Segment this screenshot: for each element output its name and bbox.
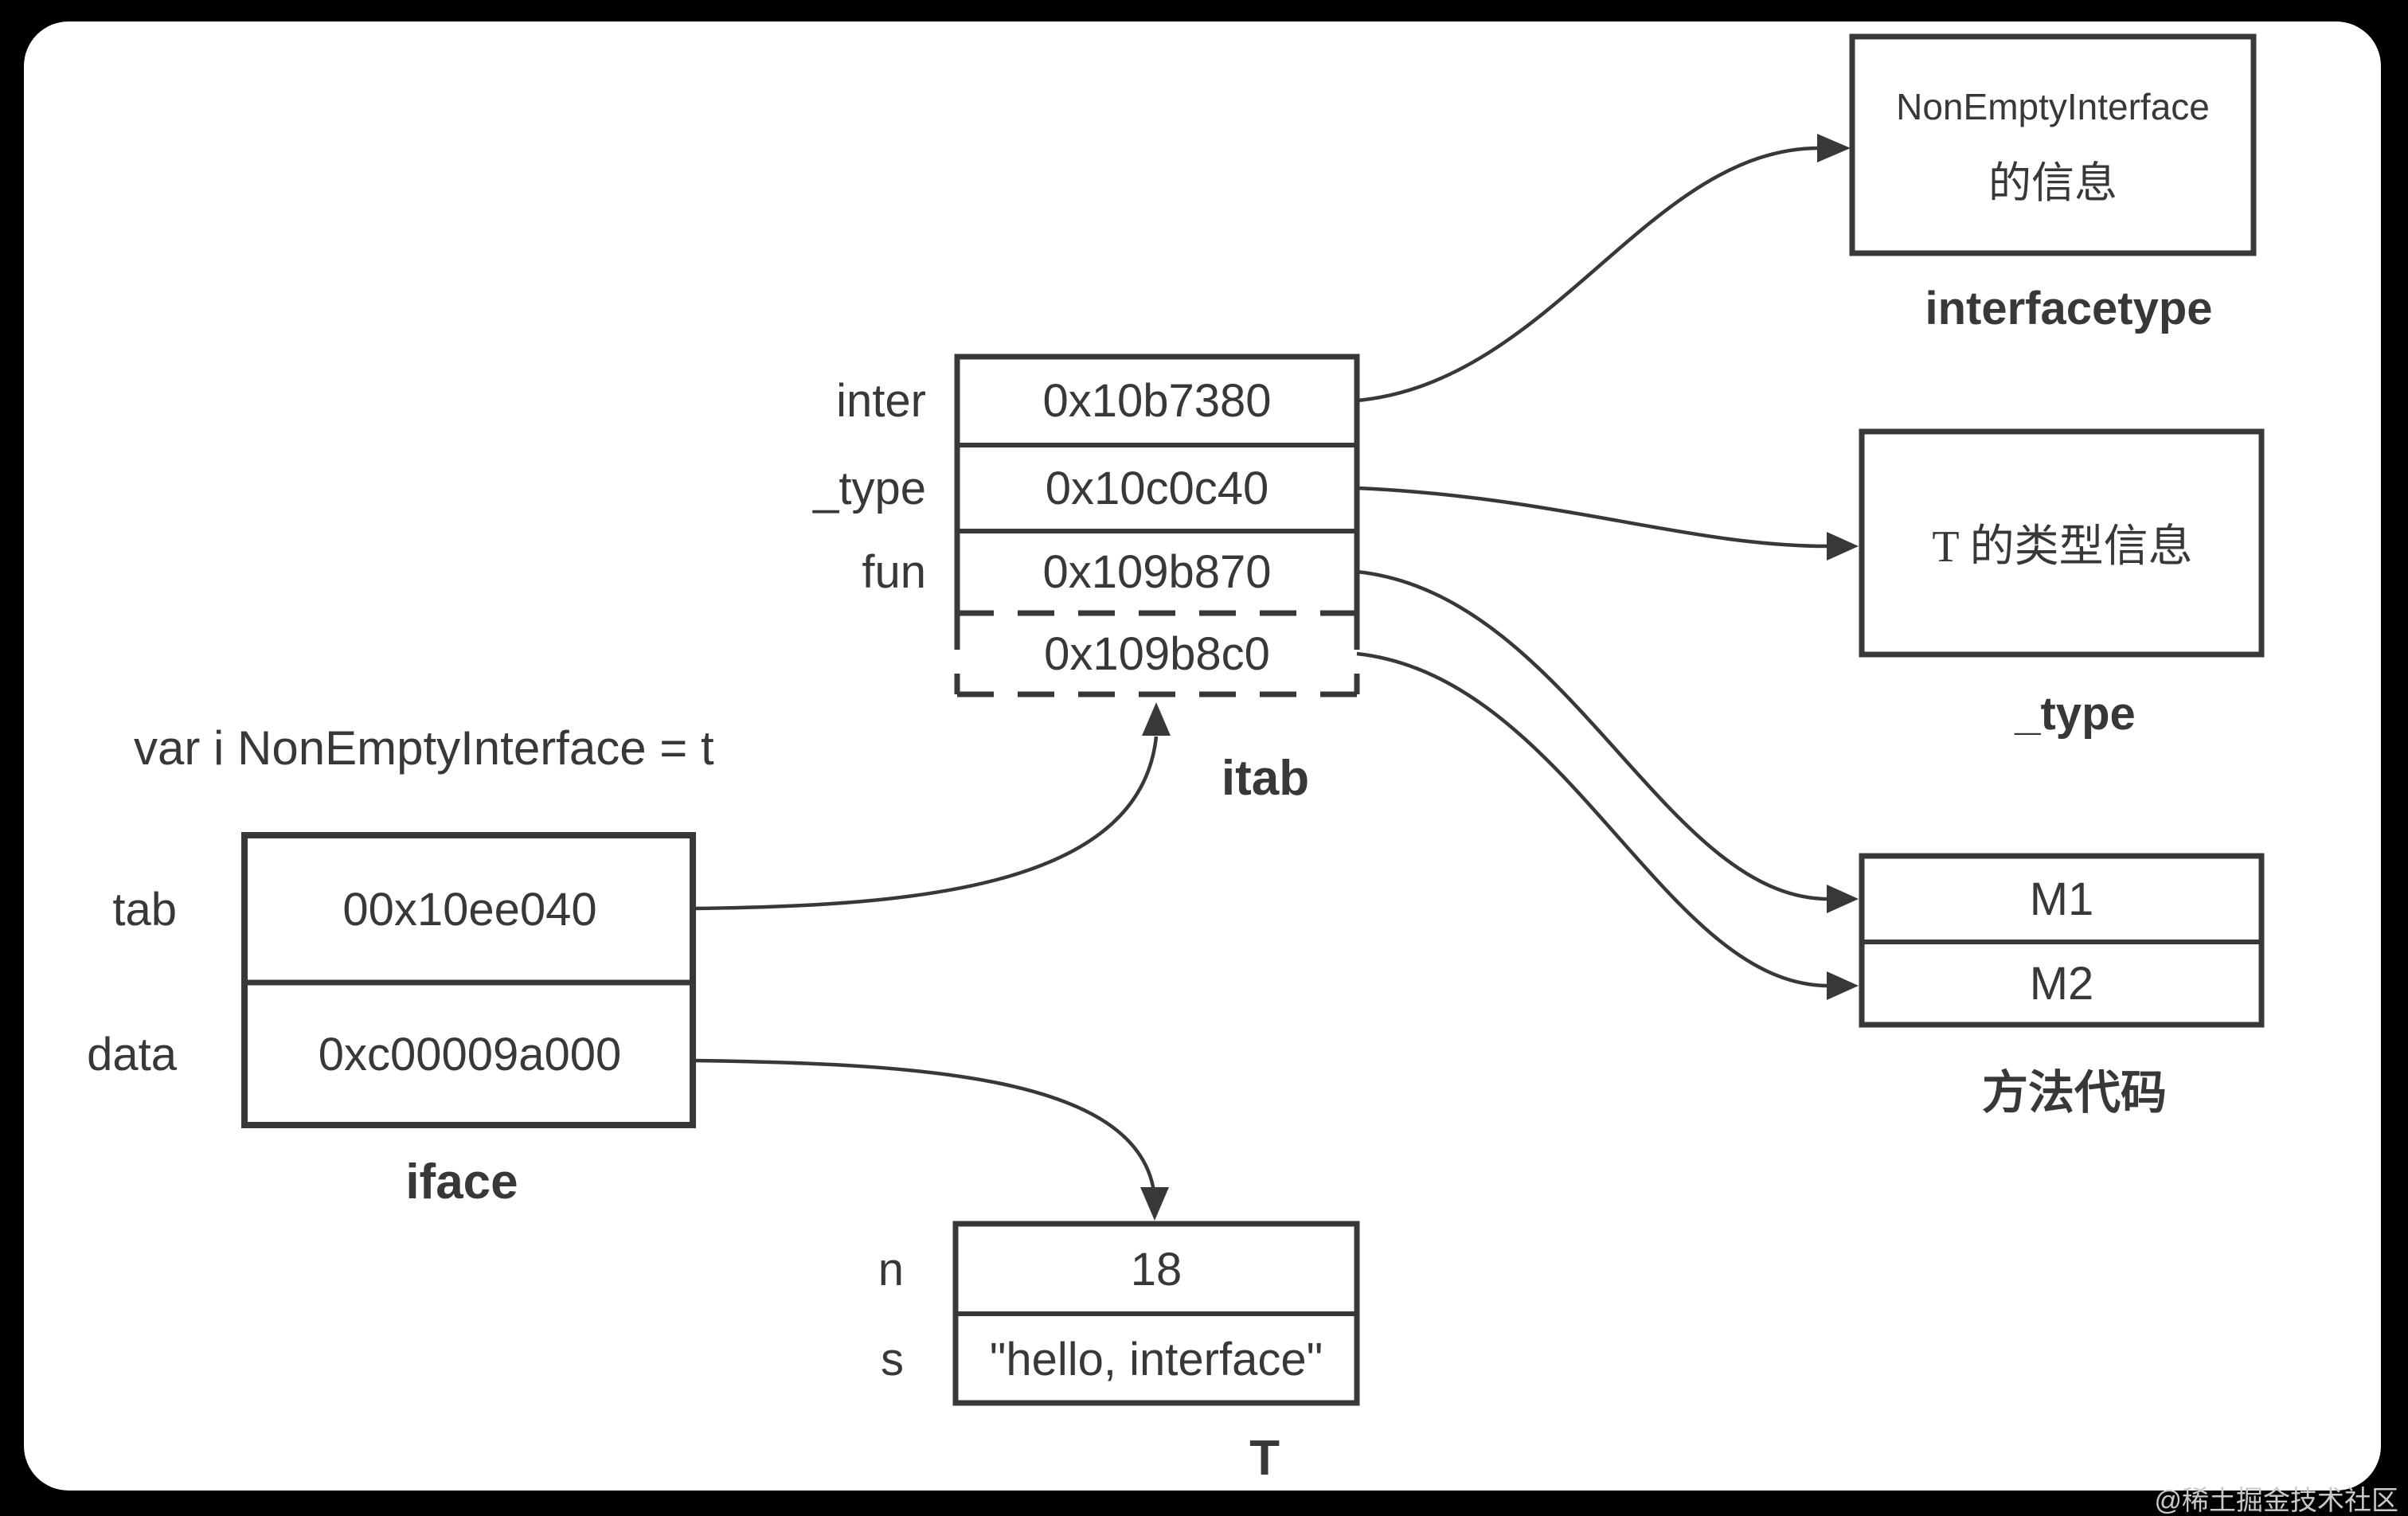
- interfacetype-line2: 的信息: [1988, 159, 2117, 207]
- iface-field-data: data: [87, 1029, 178, 1080]
- declaration-text: var i NonEmptyInterface = t: [134, 721, 714, 775]
- arrowhead-fun-to-m1: [1827, 885, 1859, 913]
- arrowhead-fun1-to-m2: [1827, 971, 1859, 1000]
- arrow-type-to-typeinfo: [1356, 486, 1829, 549]
- t-field-s: s: [881, 1334, 904, 1385]
- method-m1: M1: [2030, 873, 2094, 925]
- type-info-label: _type: [2014, 688, 2136, 740]
- arrowhead-inter-to-interfacetype: [1817, 134, 1851, 162]
- t-label: T: [1249, 1431, 1280, 1486]
- type-info-text: T 的类型信息: [1932, 522, 2192, 572]
- arrowhead-tab-to-itab: [1142, 702, 1171, 736]
- itab-field-inter: inter: [836, 375, 926, 427]
- interfacetype-box: [1849, 33, 2257, 256]
- itab-field-fun: fun: [862, 546, 926, 598]
- type-info-box: [1859, 428, 2265, 658]
- itab-value-inter: 0x10b7380: [1042, 375, 1271, 427]
- arrowhead-type-to-typeinfo: [1827, 532, 1859, 561]
- arrow-fun-to-m1: [1356, 569, 1829, 901]
- arrow-fun1-to-m2: [1356, 651, 1829, 988]
- itab-box: [954, 354, 1360, 613]
- itab-value-fun: 0x109b870: [1042, 546, 1271, 598]
- arrow-data-to-t: [692, 1058, 1156, 1192]
- iface-value-tab: 00x10ee040: [342, 884, 596, 936]
- itab-value-type: 0x10c0c40: [1046, 463, 1269, 514]
- iface-label: iface: [405, 1155, 518, 1209]
- itab-value-fun1: 0x109b8c0: [1044, 628, 1270, 680]
- methods-label: 方法代码: [1982, 1067, 2167, 1119]
- itab-field-type: _type: [812, 463, 926, 514]
- iface-field-tab: tab: [112, 884, 177, 936]
- arrow-tab-to-itab: [692, 736, 1159, 911]
- method-m2: M2: [2030, 958, 2094, 1010]
- itab-dashed-slot: [954, 610, 1360, 697]
- arrows: [692, 134, 1859, 1221]
- iface-value-data: 0xc00009a000: [319, 1029, 622, 1080]
- arrowhead-data-to-t: [1140, 1187, 1169, 1221]
- t-field-n: n: [878, 1244, 904, 1295]
- t-value-n: 18: [1131, 1244, 1182, 1295]
- arrow-inter-to-interfacetype: [1356, 146, 1820, 403]
- t-value-s: "hello, interface": [990, 1334, 1323, 1385]
- watermark-text: @稀土掘金技术社区: [2154, 1486, 2398, 1516]
- interfacetype-label: interfacetype: [1925, 283, 2212, 334]
- interfacetype-line1: NonEmptyInterface: [1896, 86, 2210, 127]
- itab-label: itab: [1222, 751, 1309, 806]
